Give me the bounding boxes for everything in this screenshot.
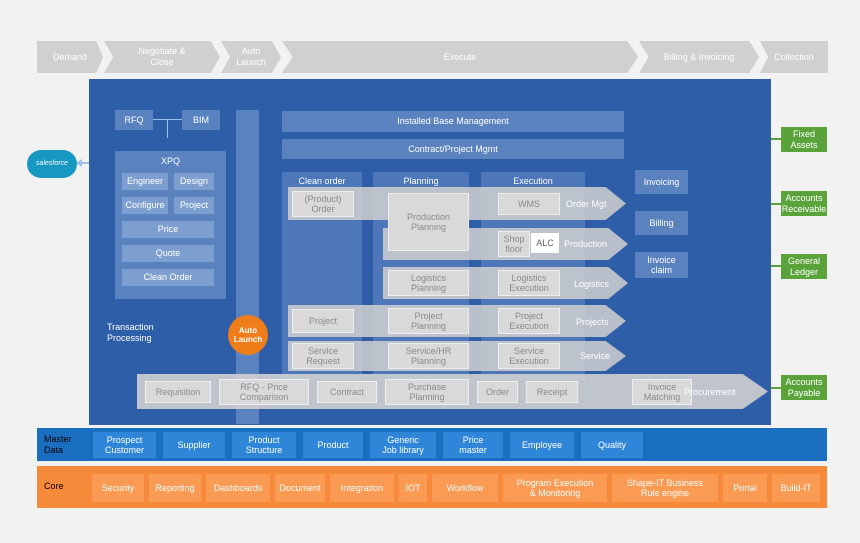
contract-box: Contract: [317, 381, 377, 403]
projects-label: Projects: [576, 317, 609, 327]
core-reporting: Reporting: [149, 474, 201, 502]
salesforce-logo: salesforce: [27, 150, 77, 178]
xpq-project: Project: [174, 197, 214, 214]
bim-connector: [153, 119, 182, 120]
accounts-receivable-box: Accounts Receivable: [781, 191, 827, 216]
requisition-box: Requisition: [145, 381, 211, 403]
shop-floor-box: Shop floor: [498, 231, 530, 257]
general-ledger-box: General Ledger: [781, 254, 827, 279]
accounts-receivable-connector: [771, 203, 781, 205]
product-order-box: (Product) Order: [292, 191, 354, 217]
invoicing-box: Invoicing: [635, 170, 688, 194]
accounts-payable-box: Accounts Payable: [781, 375, 827, 400]
core-label: Core: [44, 481, 64, 491]
auto-launch-circle: Auto Launch: [228, 315, 268, 355]
core-portal: Portal: [723, 474, 767, 502]
md-generic-job-library: Generic Job library: [370, 432, 436, 458]
invoice-claim-box: Invoice claim: [635, 252, 688, 278]
md-employee: Employee: [510, 432, 574, 458]
installed-base-bar: Installed Base Management: [282, 111, 624, 132]
receipt-box: Receipt: [526, 381, 578, 403]
order-box: Order: [477, 381, 518, 403]
phase-execute: Execute: [282, 41, 638, 73]
md-quality: Quality: [581, 432, 643, 458]
project-execution-box: Project Execution: [498, 308, 560, 334]
xpq-configure: Configure: [122, 197, 168, 214]
core-build-it: Build-IT: [772, 474, 820, 502]
salesforce-arrow-head: [76, 159, 82, 167]
alc-box: ALC: [531, 233, 559, 253]
service-request-box: Service Request: [292, 343, 354, 369]
fixed-assets-box: Fixed Assets: [781, 127, 827, 152]
general-ledger-connector: [771, 265, 781, 267]
execution-header: Execution: [513, 175, 553, 186]
xpq-engineer: Engineer: [122, 173, 168, 190]
production-planning-box: Production Planning: [388, 193, 469, 251]
rfq-box: RFQ: [115, 110, 153, 130]
md-supplier: Supplier: [163, 432, 225, 458]
xpq-price: Price: [122, 221, 214, 238]
order-mgt-label: Order Mgt: [566, 199, 607, 209]
phase-billing: Billing & Invoicing: [639, 41, 759, 73]
project-planning-box: Project Planning: [388, 308, 469, 334]
invoice-matching-box: Invoice Matching: [632, 379, 692, 405]
phase-collection: Collection: [760, 41, 828, 73]
phase-demand: Demand: [37, 41, 103, 73]
core-integration: Integration: [330, 474, 394, 502]
rfq-price-comparison-box: RFQ - Price Comparison: [219, 379, 309, 405]
xpq-quote: Quote: [122, 245, 214, 262]
clean-order-header: Clean order: [298, 175, 346, 186]
service-planning-box: Service/HR Planning: [388, 343, 469, 369]
master-data-label: Master Data: [44, 434, 72, 455]
phase-auto-launch: Auto Launch: [221, 41, 281, 73]
core-shape-it: Shape-IT Business Rule engine: [612, 474, 718, 502]
core-document: Document: [275, 474, 325, 502]
purchase-planning-box: Purchase Planning: [385, 379, 469, 405]
md-product: Product: [303, 432, 363, 458]
service-label: Service: [580, 351, 611, 361]
core-security: Security: [92, 474, 144, 502]
logistics-execution-box: Logistics Execution: [498, 270, 560, 296]
xpq-title: XPQ: [160, 155, 180, 166]
billing-box: Billing: [635, 211, 688, 235]
rfq-xpq-connector: [167, 120, 168, 138]
procurement-label: Procurement: [684, 387, 736, 397]
md-price-master: Price master: [443, 432, 503, 458]
md-product-structure: Product Structure: [232, 432, 296, 458]
xpq-design: Design: [174, 173, 214, 190]
core-dashboards: Dashboards: [206, 474, 270, 502]
fixed-assets-connector: [771, 138, 781, 140]
transaction-processing-label: Transaction Processing: [107, 322, 154, 343]
core-workflow: Workflow: [432, 474, 498, 502]
bim-box: BIM: [182, 110, 220, 130]
planning-header: Planning: [403, 175, 439, 186]
production-label: Production: [564, 239, 608, 249]
phase-negotiate: Negotiate & Close: [104, 41, 220, 73]
service-execution-box: Service Execution: [498, 343, 560, 369]
md-prospect-customer: Prospect Customer: [93, 432, 156, 458]
logistics-label: Logistics: [574, 279, 610, 289]
wms-box: WMS: [498, 193, 560, 215]
core-iot: IOT: [399, 474, 427, 502]
accounts-payable-connector: [771, 387, 781, 389]
xpq-clean-order: Clean Order: [122, 269, 214, 286]
core-program-execution: Program Execution & Monitoring: [503, 474, 607, 502]
project-box: Project: [292, 309, 354, 333]
logistics-planning-box: Logistics Planning: [388, 270, 469, 296]
contract-project-bar: Contract/Project Mgmt: [282, 139, 624, 159]
